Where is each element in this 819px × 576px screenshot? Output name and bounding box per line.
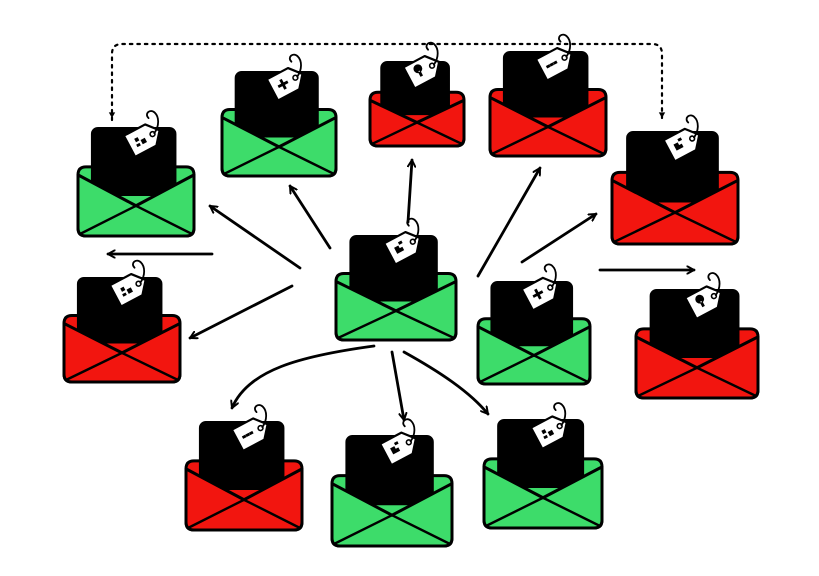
- tag-glyph: [277, 78, 289, 90]
- envelope-fold-lines: [613, 211, 737, 244]
- envelope-fold-lines: [491, 125, 605, 156]
- arrow-center-to-bottom-left: [232, 344, 376, 410]
- envelope-right-upper: [610, 114, 740, 246]
- envelope-left-mid: [62, 259, 182, 384]
- tag-glyph: [390, 441, 401, 455]
- arrow-center-to-left-mid-lower: [188, 284, 294, 340]
- tag-glyph: [413, 64, 424, 77]
- tag-string: [425, 41, 439, 66]
- envelope-fold-lines: [337, 309, 455, 340]
- tag-glyph: [241, 430, 254, 439]
- envelope-bottom-center: [330, 418, 454, 548]
- envelope-top-mid-left: [220, 53, 338, 178]
- envelope-fold-lines: [371, 121, 463, 146]
- tag-glyph-icon: [402, 41, 441, 90]
- tag-glyph-icon: [379, 418, 417, 467]
- envelope-bottom-right: [482, 402, 604, 530]
- tag-glyph: [673, 137, 684, 151]
- tag-string: [132, 259, 146, 284]
- tag-glyph-icon: [230, 404, 269, 453]
- tag-glyph-icon: [534, 33, 573, 82]
- tag-glyph-icon: [684, 272, 723, 321]
- tag-glyph: [120, 286, 134, 297]
- envelope-top-mid: [368, 41, 466, 148]
- envelope-fold-lines: [485, 496, 601, 528]
- tag-string: [553, 402, 567, 427]
- envelope-right-center: [476, 263, 592, 386]
- tag-glyph-icon: [108, 259, 147, 308]
- tag-glyph-icon: [265, 53, 304, 102]
- envelopes-layer: [62, 33, 760, 548]
- tag-glyph: [545, 60, 558, 69]
- arrow-center-to-bottom-center: [390, 350, 404, 422]
- arrow-center-to-top-mid: [406, 158, 412, 224]
- tag-string: [254, 404, 268, 429]
- tag-glyph-icon: [529, 402, 568, 451]
- envelope-bottom-left: [184, 404, 304, 532]
- tag-glyph: [695, 294, 705, 308]
- arrow-center-to-top-left: [208, 204, 302, 270]
- tag-string: [288, 53, 302, 78]
- tag-string: [543, 263, 557, 288]
- envelope-right-lower: [634, 272, 760, 400]
- envelope-fold-lines: [333, 514, 451, 546]
- arrow-center-to-top-mid-left: [288, 184, 332, 250]
- arrow-center-to-right-upper: [520, 212, 598, 264]
- tag-glyph-icon: [662, 114, 701, 163]
- tag-glyph: [394, 240, 405, 254]
- tag-glyph: [532, 288, 544, 300]
- tag-string: [402, 418, 416, 443]
- tag-glyph-icon: [520, 263, 559, 312]
- envelope-center: [334, 217, 458, 342]
- tag-glyph-icon: [122, 110, 161, 159]
- envelope-fold-lines: [479, 354, 589, 384]
- tag-string: [558, 33, 572, 58]
- envelope-fold-lines: [223, 145, 335, 176]
- tag-glyph-icon: [383, 217, 421, 266]
- tag-string: [406, 217, 420, 242]
- tag-string: [146, 110, 160, 135]
- tag-glyph: [134, 137, 148, 148]
- arrow-center-to-top-mid-right: [476, 166, 542, 278]
- tag-string: [707, 272, 721, 297]
- tag-glyph: [541, 429, 555, 440]
- envelope-top-mid-right: [488, 33, 608, 158]
- tag-string: [685, 114, 699, 139]
- envelope-fold-lines: [187, 498, 301, 530]
- envelope-fold-lines: [79, 204, 193, 236]
- arrow-center-to-bottom-right: [402, 350, 490, 416]
- envelope-top-left: [76, 110, 196, 238]
- dotted-arrow-top-left-to-right-upper: [110, 42, 666, 122]
- arrows-layer: [106, 42, 696, 422]
- envelope-fold-lines: [65, 351, 179, 382]
- envelope-fold-lines: [637, 366, 757, 398]
